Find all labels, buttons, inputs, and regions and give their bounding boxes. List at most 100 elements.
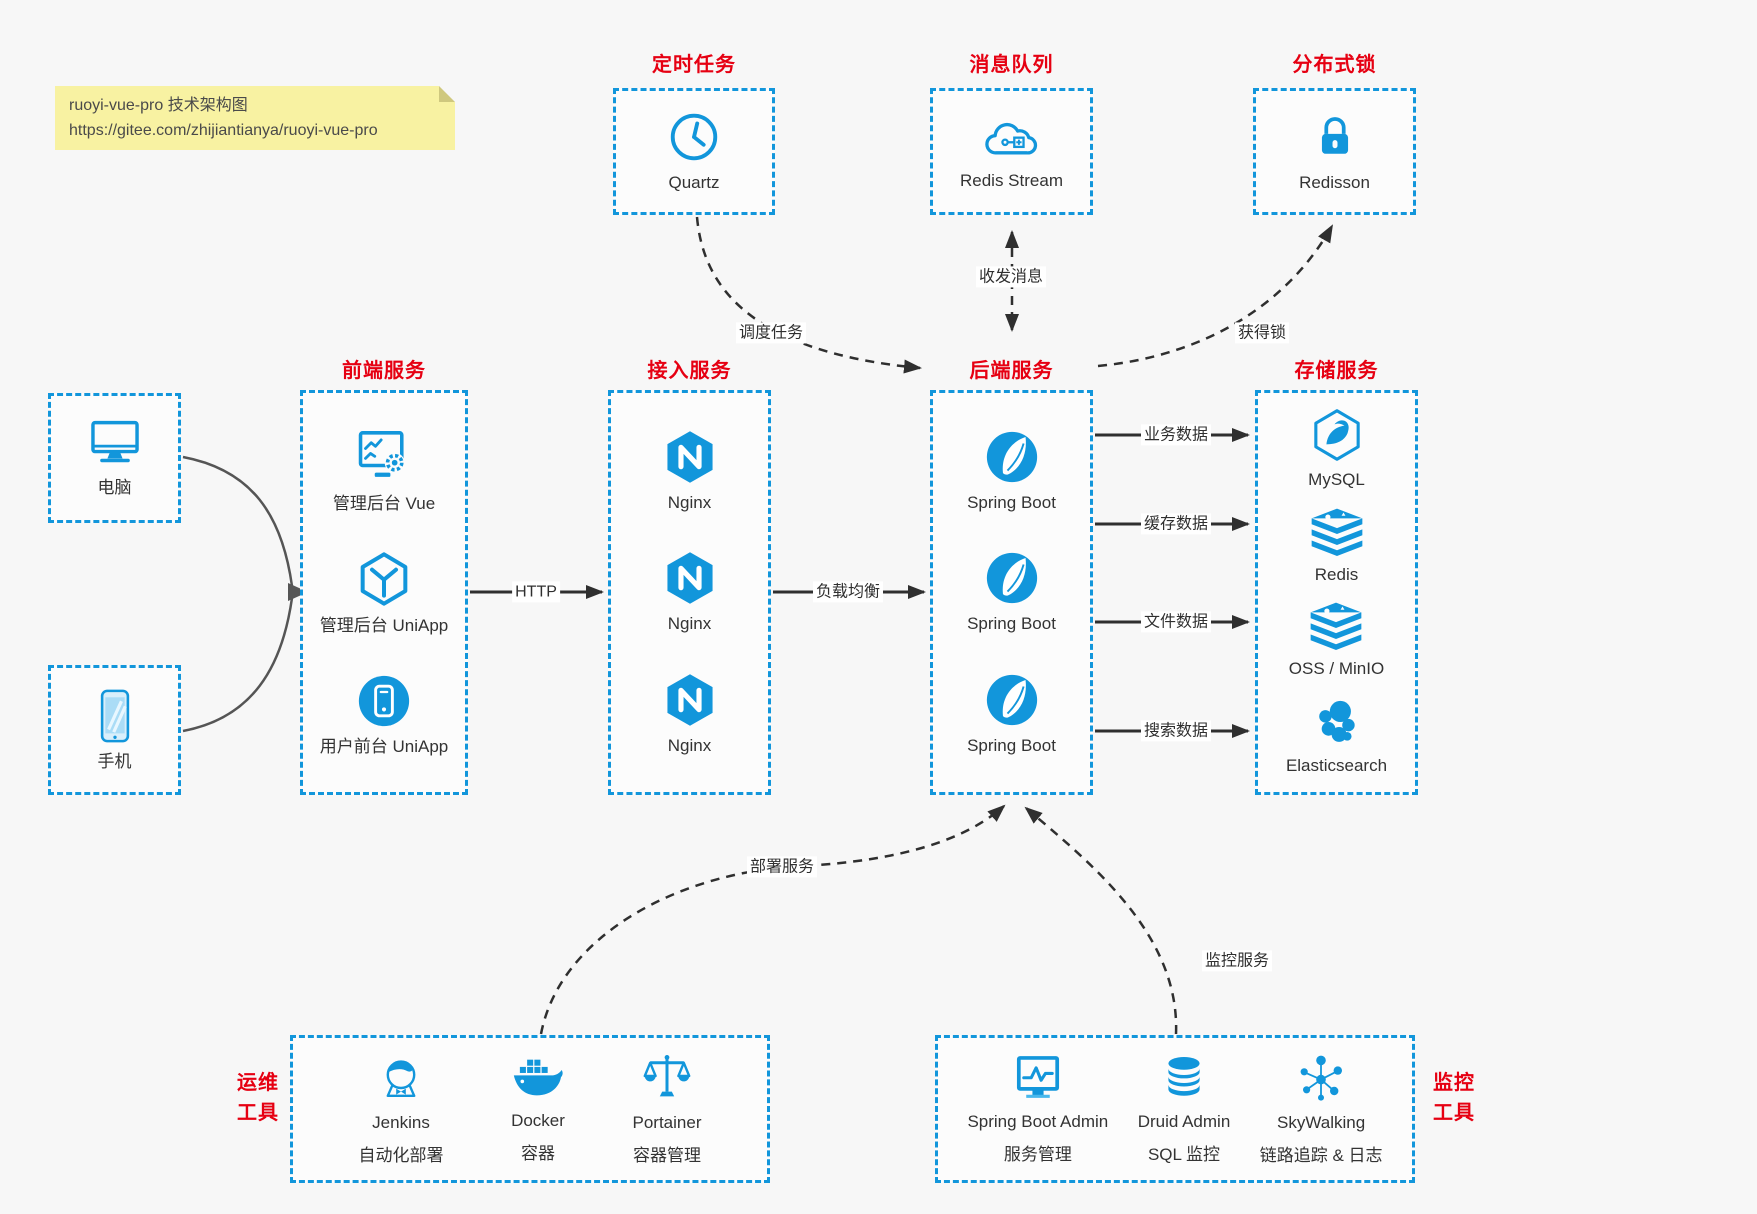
spring-icon [986, 674, 1037, 725]
node-nginx-1: Nginx [661, 428, 719, 515]
node-sublabel: 自动化部署 [358, 1145, 444, 1165]
node-nginx-3: Nginx [661, 671, 719, 758]
nginx-icon [666, 673, 713, 726]
storage-stack-icon [1311, 603, 1362, 651]
node-label: Jenkins [372, 1113, 430, 1133]
node-jenkins: Jenkins 自动化部署 [359, 1052, 444, 1166]
group-title-frontend: 前端服务 [342, 360, 426, 382]
node-label: 管理后台 Vue [332, 493, 436, 513]
cloud-stream-icon [985, 123, 1038, 155]
box-storage: MySQL Redis OSS / MinIO [1255, 390, 1418, 795]
portainer-icon [643, 1055, 691, 1097]
node-label: Druid Admin [1137, 1112, 1231, 1132]
edge-label-messages: 收发消息 [975, 266, 1047, 288]
node-label: Nginx [667, 492, 712, 512]
elasticsearch-icon [1319, 701, 1356, 743]
node-label: OSS / MinIO [1288, 659, 1385, 679]
docker-icon [513, 1059, 563, 1096]
box-lock: Redisson [1253, 88, 1416, 215]
group-title-lock: 分布式锁 [1292, 54, 1377, 76]
box-monitoring: Spring Boot Admin 服务管理 Druid Admin SQL 监… [935, 1035, 1415, 1183]
sticky-note: ruoyi-vue-pro 技术架构图 https://gitee.com/zh… [55, 86, 455, 150]
skywalking-icon [1300, 1055, 1343, 1101]
box-scheduler: Quartz [613, 88, 775, 215]
node-label: Nginx [667, 614, 712, 634]
node-label: Spring Boot [967, 614, 1056, 634]
node-admin-uniapp: 管理后台 UniApp [320, 549, 448, 638]
node-redisson: Redisson [1299, 108, 1370, 195]
node-label: Nginx [667, 735, 712, 755]
node-oss-minio: OSS / MinIO [1289, 600, 1384, 681]
node-sublabel: 链路追踪 & 日志 [1259, 1145, 1383, 1165]
redis-stack-icon [1311, 508, 1362, 556]
node-docker: Docker 容器 [509, 1054, 567, 1164]
edge-label-schedule: 调度任务 [735, 322, 807, 344]
phone-icon [100, 689, 129, 742]
node-mysql: MySQL [1308, 407, 1365, 492]
clock-icon [670, 113, 718, 161]
box-frontend: 管理后台 Vue 管理后台 UniApp 用户前台 UniApp [300, 390, 468, 795]
node-label: Quartz [668, 173, 720, 193]
box-gateway: Nginx Nginx Nginx [608, 390, 771, 795]
node-label: Docker [511, 1111, 565, 1131]
node-nginx-2: Nginx [661, 549, 719, 636]
node-label: Redis [1314, 564, 1359, 584]
uniapp-cube-icon [360, 552, 408, 606]
edge-label-acquire-lock: 获得锁 [1234, 322, 1290, 344]
node-label: Redisson [1299, 173, 1370, 193]
node-redis-stream: Redis Stream [960, 110, 1063, 193]
node-label: Redis Stream [960, 171, 1063, 191]
edge-label-file-data: 文件数据 [1140, 611, 1212, 633]
node-label: SkyWalking [1277, 1113, 1366, 1133]
group-title-scheduler: 定时任务 [652, 54, 736, 76]
node-mobile: 手机 [90, 687, 140, 774]
nginx-icon [666, 552, 713, 604]
group-title-monitoring: 监控 工具 [1433, 1072, 1475, 1124]
node-label: Elasticsearch [1285, 756, 1388, 776]
node-sublabel: 容器 [521, 1143, 555, 1163]
group-title-ops: 运维 工具 [237, 1072, 279, 1124]
box-mq: Redis Stream [930, 88, 1093, 215]
edge-label-business-data: 业务数据 [1140, 424, 1212, 446]
box-client-mobile: 手机 [48, 665, 181, 795]
group-title-backend: 后端服务 [969, 360, 1054, 382]
node-label: Spring Boot [967, 735, 1056, 755]
node-portainer: Portainer 容器管理 [632, 1052, 702, 1166]
node-label: 管理后台 UniApp [319, 616, 449, 636]
edge-label-deploy: 部署服务 [746, 856, 818, 878]
node-label: Spring Boot Admin [967, 1112, 1109, 1132]
admin-screen-gear-icon [358, 430, 405, 477]
box-ops: Jenkins 自动化部署 Docker 容器 [290, 1035, 770, 1183]
group-title-storage: 存储服务 [1294, 360, 1379, 382]
note-url: https://gitee.com/zhijiantianya/ruoyi-vu… [69, 121, 378, 139]
node-label: Spring Boot [967, 492, 1056, 512]
edge-label-cache-data: 缓存数据 [1140, 513, 1212, 535]
node-springboot-1: Spring Boot [967, 428, 1056, 515]
node-elasticsearch: Elasticsearch [1286, 695, 1387, 778]
edge-label-http: HTTP [512, 581, 560, 603]
spring-boot-admin-icon [1016, 1056, 1059, 1098]
user-app-icon [358, 675, 410, 726]
node-springboot-3: Spring Boot [967, 671, 1056, 758]
node-label: Portainer [632, 1113, 702, 1133]
node-pc: 电脑 [84, 417, 146, 500]
nginx-icon [666, 430, 713, 483]
node-redis: Redis [1306, 506, 1368, 587]
spring-icon [986, 431, 1037, 482]
group-title-gateway: 接入服务 [647, 360, 732, 382]
group-title-mq: 消息队列 [969, 54, 1054, 76]
mysql-icon [1313, 409, 1360, 461]
box-backend: Spring Boot Spring Boot Spring Boot [930, 390, 1093, 795]
lock-icon [1321, 117, 1348, 154]
node-sublabel: 容器管理 [632, 1145, 701, 1165]
node-spring-boot-admin: Spring Boot Admin 服务管理 [967, 1053, 1108, 1165]
note-fold-corner [439, 86, 455, 102]
edge-label-search-data: 搜索数据 [1140, 720, 1212, 742]
note-title: ruoyi-vue-pro 技术架构图 [69, 97, 248, 114]
node-druid-admin: Druid Admin SQL 监控 [1137, 1053, 1231, 1165]
node-sublabel: SQL 监控 [1147, 1144, 1221, 1164]
node-label: 手机 [97, 751, 132, 771]
spring-icon [986, 552, 1037, 604]
